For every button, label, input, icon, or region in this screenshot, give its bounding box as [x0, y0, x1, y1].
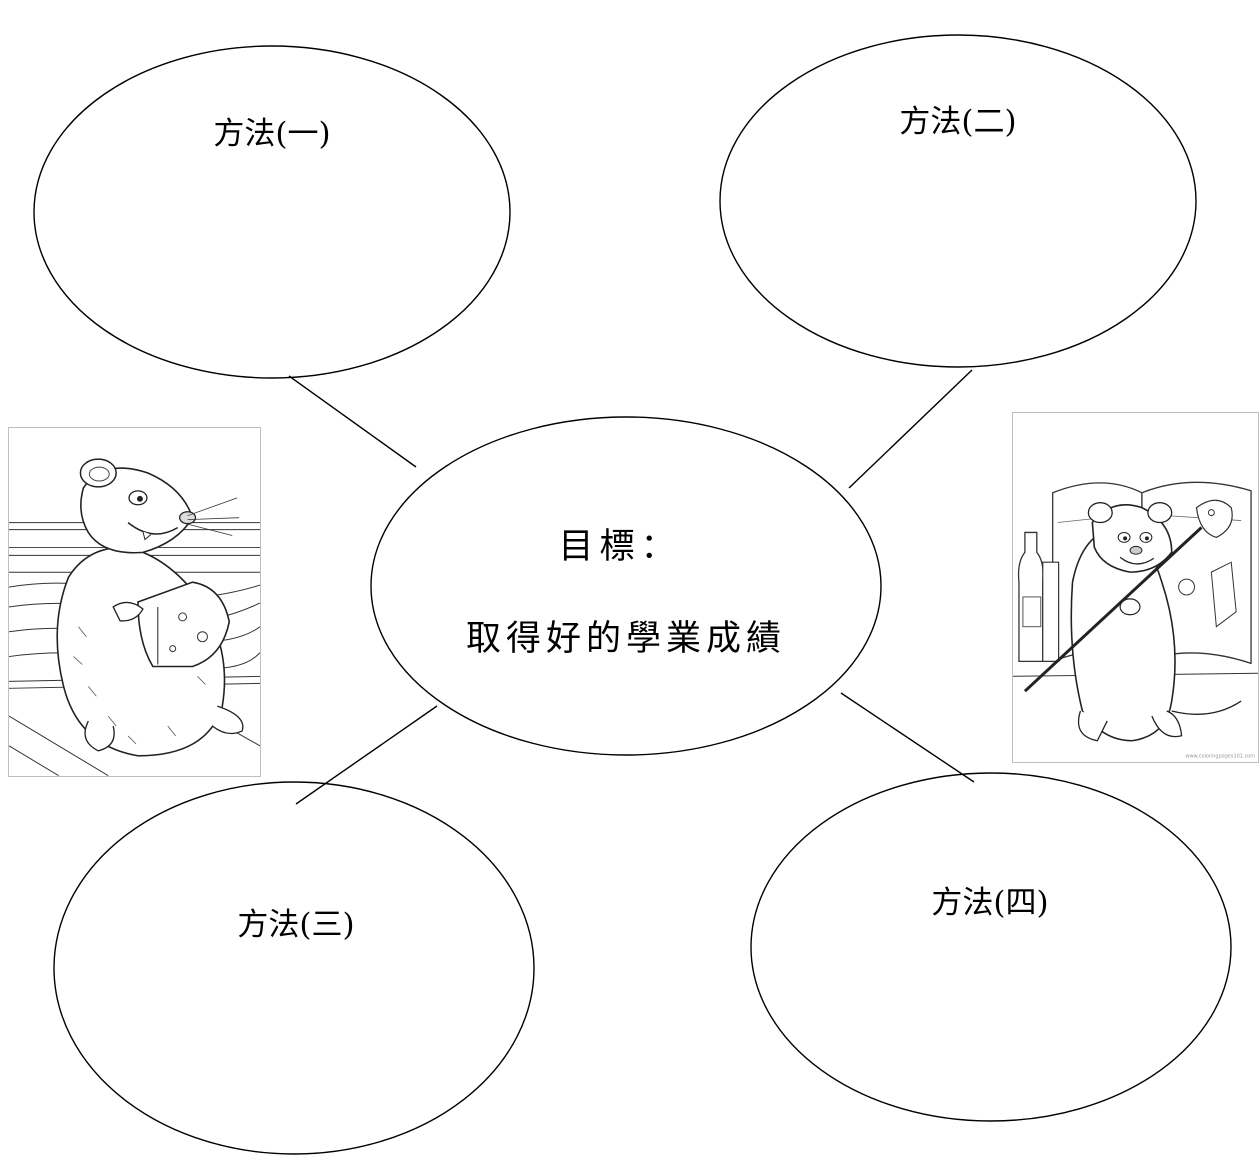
method3-ellipse [53, 781, 535, 1155]
method4-label: 方法(四) [931, 885, 1048, 921]
method1-ellipse [33, 45, 511, 379]
method2-ellipse [719, 34, 1197, 368]
goal-ellipse [370, 416, 882, 756]
rat-with-cheese-drawing [9, 458, 260, 776]
method3-label: 方法(三) [237, 907, 354, 943]
connector-method1 [288, 375, 417, 468]
connector-method3 [295, 705, 438, 805]
connector-method2 [848, 369, 973, 489]
rat-with-cookbook-drawing: www.coloringpages101.com [1013, 481, 1258, 760]
connector-method4 [840, 692, 975, 783]
rat-with-cookbook-illustration: www.coloringpages101.com [1012, 412, 1259, 763]
goal-title: 目標： [558, 527, 681, 567]
method1-label: 方法(一) [213, 116, 330, 152]
goal-text: 取得好的學業成績 [466, 619, 786, 659]
watermark-text: www.coloringpages101.com [1186, 754, 1256, 760]
method4-ellipse [750, 772, 1232, 1122]
rat-with-cheese-illustration [8, 427, 261, 777]
method2-label: 方法(二) [899, 104, 1016, 140]
